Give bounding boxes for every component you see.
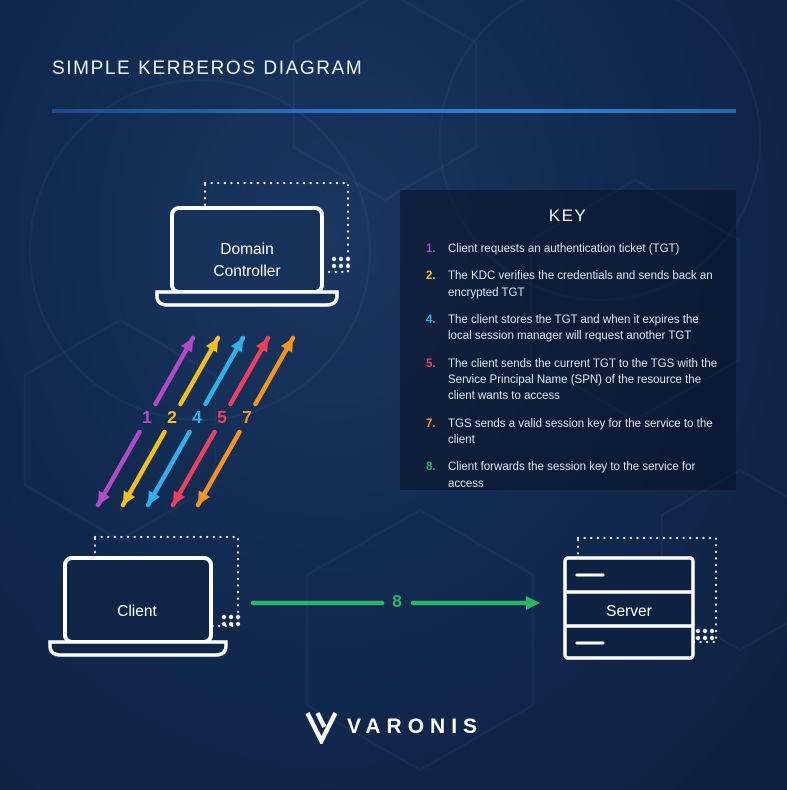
title-divider [52, 109, 736, 113]
arrowhead-right-icon [526, 596, 540, 610]
key-item: 4. The client stores the TGT and when it… [426, 312, 718, 345]
key-item-number: 8. [426, 461, 436, 474]
key-item-text: The client stores the TGT and when it ex… [448, 313, 699, 343]
arrowhead-down-icon [98, 490, 111, 505]
arrowhead-down-icon [198, 490, 211, 505]
key-item-text: Client forwards the session key to the s… [448, 461, 696, 490]
key-item-text: The KDC verifies the credentials and sen… [448, 270, 713, 299]
arrowhead-up-icon [255, 338, 268, 353]
arrowhead-up-icon [205, 338, 218, 353]
key-item: 5. The client sends the current TGT to t… [426, 356, 718, 405]
key-item: 2. The KDC verifies the credentials and … [426, 268, 718, 301]
arrowhead-down-icon [123, 490, 136, 505]
server-dot-cluster [695, 628, 715, 641]
arrowhead-up-icon [280, 338, 293, 353]
arrowhead-up-icon [180, 338, 193, 353]
key-item-text: TGS sends a valid session key for the se… [448, 417, 713, 446]
flow-number-7: 7 [242, 407, 252, 427]
key-item: 1. Client requests an authentication tic… [426, 241, 718, 257]
key-item-number: 7. [426, 417, 436, 430]
client-dot-cluster [221, 614, 241, 627]
flow-number-5: 5 [217, 407, 227, 427]
flow-arrow-2 [120, 335, 221, 508]
varonis-logo-icon [304, 711, 337, 744]
key-item-text: The client sends the current TGT to the … [448, 357, 718, 403]
key-item-number: 1. [426, 243, 436, 255]
flow-arrow-7 [195, 335, 296, 508]
flow-arrow-5 [170, 335, 271, 508]
arrowhead-down-icon [148, 490, 161, 505]
key-item-text: Client requests an authentication ticket… [448, 243, 680, 255]
client-label: Client [117, 603, 157, 620]
arrowhead-down-icon [173, 490, 186, 505]
key-list: 1. Client requests an authentication tic… [400, 241, 736, 492]
flow-arrow-4 [145, 335, 246, 508]
flow-number-4: 4 [192, 407, 202, 427]
arrowhead-up-icon [230, 338, 243, 353]
flow-arrow-1 [95, 335, 196, 508]
domain-controller-label: Domain Controller [213, 241, 281, 281]
domain-controller-dot-cluster [331, 256, 351, 269]
page-title: SIMPLE KERBEROS DIAGRAM [52, 58, 364, 79]
flow-number-8: 8 [392, 591, 402, 611]
key-item-number: 2. [426, 270, 436, 283]
server-icon [563, 556, 695, 660]
key-heading: KEY [548, 206, 588, 225]
varonis-logo-text: VARONIS [346, 715, 484, 738]
service-flow-arrow [250, 596, 540, 610]
client-laptop-icon [48, 556, 228, 657]
domain-controller-laptop-icon [155, 206, 339, 307]
key-item: 8. Client forwards the session key to th… [426, 459, 718, 492]
server-label: Server [606, 603, 652, 620]
key-item-number: 4. [426, 313, 436, 326]
flow-number-1: 1 [142, 407, 152, 427]
key-item: 7. TGS sends a valid session key for the… [426, 416, 718, 449]
key-item-number: 5. [426, 357, 436, 370]
varonis-logo: VARONIS [304, 710, 483, 744]
key-panel: KEY 1. Client requests an authentication… [400, 190, 736, 490]
flow-number-2: 2 [167, 407, 177, 427]
